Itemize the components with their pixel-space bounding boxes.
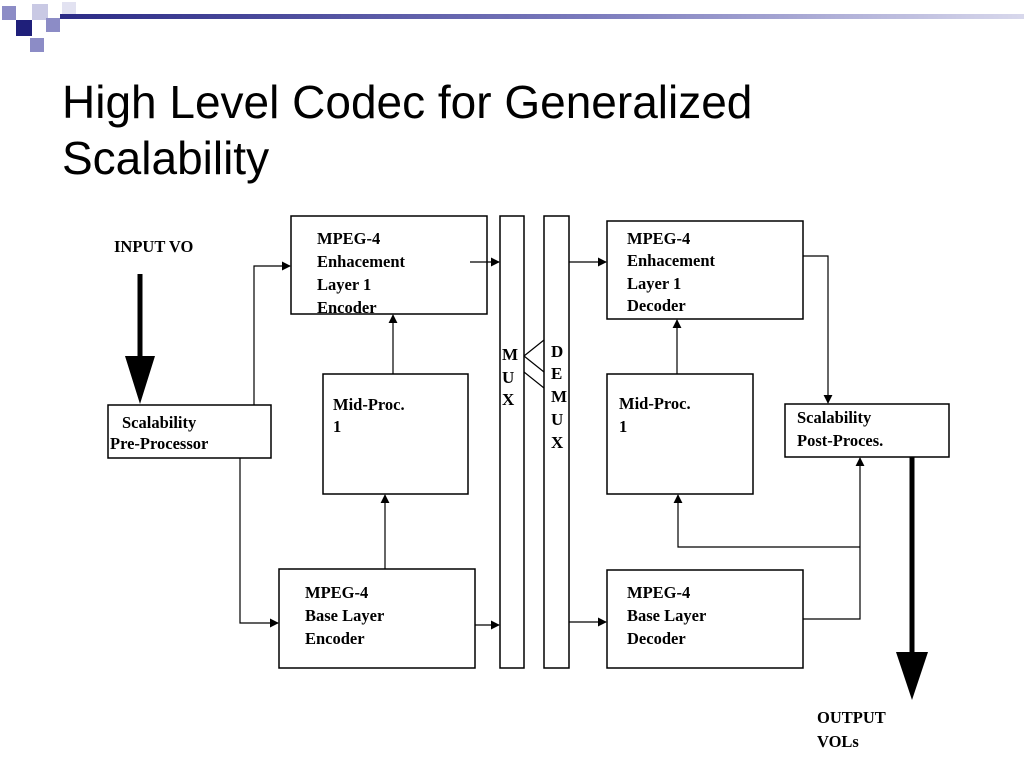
output-thick-arrow <box>896 457 928 700</box>
arrow-feedback-to-mid-dec <box>673 494 860 548</box>
demux-letter: X <box>551 433 564 452</box>
mid-proc-dec-box <box>606 373 754 495</box>
enh-encoder-box <box>290 215 488 315</box>
output-label: OUTPUT <box>817 708 886 727</box>
enh-encoder-label: Enhacement <box>317 252 406 271</box>
enh-decoder-label: Decoder <box>627 296 686 315</box>
base-encoder-label: Base Layer <box>305 606 384 625</box>
base-decoder-label: Decoder <box>627 629 686 648</box>
deco-square <box>62 2 76 16</box>
deco-square <box>16 20 32 36</box>
title-line: High Level Codec for Generalized <box>62 76 753 128</box>
base-encoder-label: Encoder <box>305 629 365 648</box>
deco-square <box>30 38 44 52</box>
post-processor-label: Post-Proces. <box>797 431 883 450</box>
mid-proc-dec-label: 1 <box>619 417 627 436</box>
pre-processor-label: Scalability <box>122 413 197 432</box>
mid-proc-enc-label: 1 <box>333 417 341 436</box>
output-label: VOLs <box>817 732 859 751</box>
base-decoder-label: Base Layer <box>627 606 706 625</box>
mux-letter: M <box>502 345 518 364</box>
deco-square <box>32 4 48 20</box>
demux-letter: E <box>551 364 562 383</box>
pre-processor-label: Pre-Processor <box>110 434 208 453</box>
demux-bar <box>543 215 570 669</box>
mid-proc-enc-label: Mid-Proc. <box>333 395 405 414</box>
post-processor-box <box>784 403 950 458</box>
mux-letter: U <box>502 368 514 387</box>
arrow-base-decoder-to-post <box>803 457 865 620</box>
arrow-pre-to-base-encoder <box>239 458 279 628</box>
enh-encoder-label: Layer 1 <box>317 275 371 294</box>
input-thick-arrow <box>125 274 155 404</box>
demux-letter: U <box>551 410 563 429</box>
mux-letter: X <box>502 390 515 409</box>
demux-letter: M <box>551 387 567 406</box>
deco-square <box>46 18 60 32</box>
demux-letter: D <box>551 342 563 361</box>
mux-bar <box>499 215 525 669</box>
base-encoder-box <box>278 568 476 669</box>
deco-square <box>2 6 16 20</box>
arrow-pre-to-enh-encoder <box>253 261 291 405</box>
title-accent-bar <box>60 14 1024 19</box>
mid-proc-enc-box <box>322 373 469 495</box>
mid-proc-dec-label: Mid-Proc. <box>619 394 691 413</box>
enh-decoder-label: Layer 1 <box>627 274 681 293</box>
enh-decoder-label: Enhacement <box>627 251 716 270</box>
slide-title: High Level Codec for Generalized Scalabi… <box>62 74 752 186</box>
base-decoder-label: MPEG-4 <box>627 583 690 602</box>
pre-processor-box <box>107 404 272 459</box>
post-processor-label: Scalability <box>797 408 872 427</box>
enh-decoder-label: MPEG-4 <box>627 229 690 248</box>
mux-demux-link <box>523 339 545 389</box>
title-line: Scalability <box>62 132 270 184</box>
enh-encoder-label: Encoder <box>317 298 377 317</box>
corner-decoration <box>0 0 80 60</box>
arrow-enh-decoder-to-post <box>803 255 833 404</box>
base-encoder-label: MPEG-4 <box>305 583 368 602</box>
enh-decoder-box <box>606 220 804 320</box>
input-label: INPUT VO <box>114 237 193 256</box>
enh-encoder-label: MPEG-4 <box>317 229 380 248</box>
